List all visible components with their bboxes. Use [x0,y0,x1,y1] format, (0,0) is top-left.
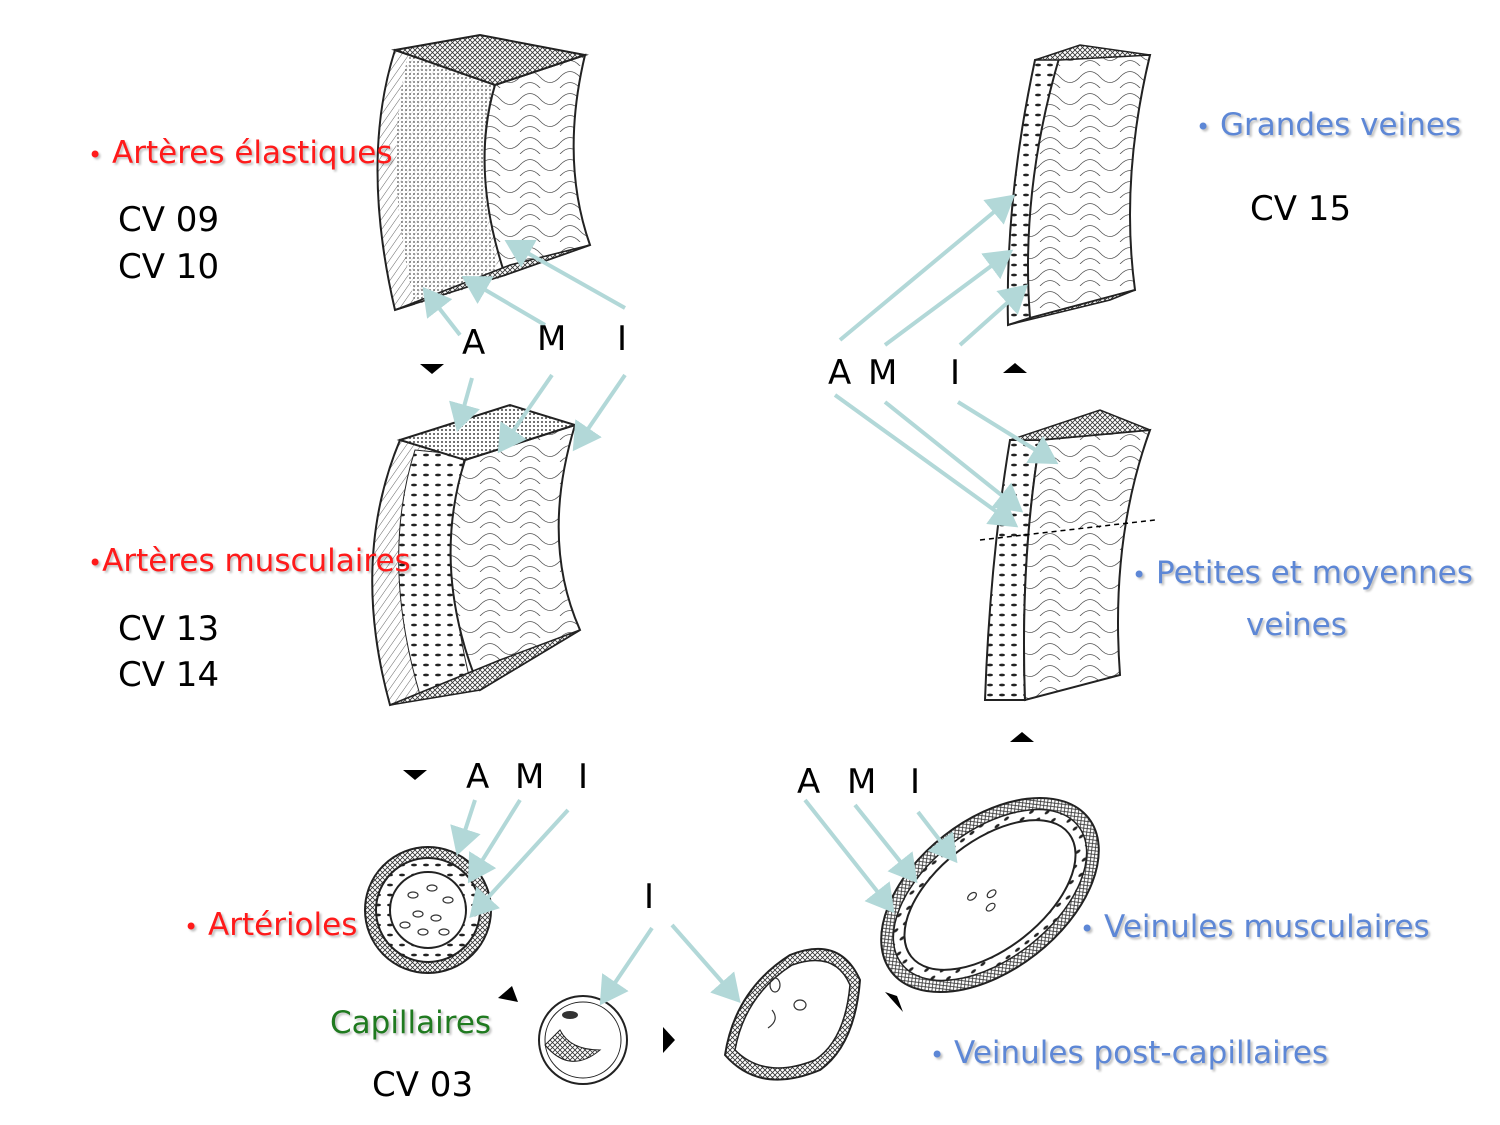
layer-i-arteriole: I [578,757,589,797]
pointer-m-large-vein [883,249,1014,347]
flow-arrow-up-1 [1010,732,1034,742]
layer-a-venule: A [797,762,821,802]
pointer-a-muscular-venule [803,798,895,914]
pointer-i-muscular-venule [916,810,958,864]
flow-arrow-right [663,1027,675,1053]
flow-arrows [403,363,1034,1053]
code-cv09: CV 09 [118,200,220,240]
label-arteres-elastiques: • Artères élastiques [88,135,393,171]
label-capillaires: Capillaires [330,1005,492,1041]
capillary-illustration [538,995,628,1085]
pointer-i-small-vein [956,400,1059,465]
post-capillary-venule-illustration [723,947,862,1081]
layer-i-capillary: I [644,877,655,917]
label-veinules-musculaires: • Veinules musculaires [1080,909,1430,945]
layer-m-venule: M [847,762,877,802]
layer-i-venule: I [910,762,921,802]
pointer-m-arteriole [467,798,522,884]
pointer-a-arteriole [450,799,481,856]
label-veines-line2: veines [1246,607,1347,643]
label-grandes-veines: • Grandes veines [1196,107,1462,143]
arteriole-illustration [364,846,492,974]
pointer-a-large-vein [838,194,1016,342]
code-cv03: CV 03 [372,1065,474,1105]
code-cv13: CV 13 [118,609,220,649]
label-veinules-post-capillaires: • Veinules post-capillaires [930,1035,1329,1071]
muscular-artery-illustration [371,403,582,707]
layer-a-arteriole: A [466,757,490,797]
pointer-a-small-vein [833,393,1019,528]
flow-arrow-down-2 [403,770,427,780]
pointer-arrows [422,194,1059,1006]
pointer-i-elastic [504,239,626,310]
pointer-i-capillary [599,926,654,1006]
label-petites-moyennes-veines: • Petites et moyennes [1132,555,1473,591]
pointer-a-muscular [449,377,480,432]
flow-arrow-venule [885,992,903,1012]
pointer-i-post-capillary [670,923,741,1004]
flow-arrow-up-2 [1003,363,1027,373]
layer-m-veins: M [868,353,898,393]
layer-i-veins: I [950,353,961,393]
layer-i-elastic: I [617,319,628,359]
code-cv15: CV 15 [1250,189,1352,229]
label-arteres-musculaires: •Artères musculaires [88,543,411,579]
pointer-i-muscular [572,373,627,452]
pointer-m-muscular [497,373,554,454]
code-cv10: CV 10 [118,247,220,287]
label-arterioles: • Artérioles [184,907,358,943]
pointer-i-arteriole [469,808,570,918]
pointer-m-muscular-venule [853,803,918,884]
pointer-i-large-vein [958,284,1028,347]
small-medium-vein-illustration [979,409,1156,702]
layer-m-arteriole: M [515,757,545,797]
large-vein-illustration [1006,44,1152,327]
layer-m-elastic: M [537,319,567,359]
muscular-venule-illustration [880,796,1100,994]
flow-arrow-capillary [498,986,518,1002]
code-cv14: CV 14 [118,655,220,695]
layer-a-elastic: A [462,323,486,363]
pointer-m-elastic [461,275,547,327]
pointer-a-elastic [422,286,462,337]
pointer-m-small-vein [883,400,1024,513]
flow-arrow-down-1 [420,364,444,374]
layer-a-veins: A [828,353,852,393]
